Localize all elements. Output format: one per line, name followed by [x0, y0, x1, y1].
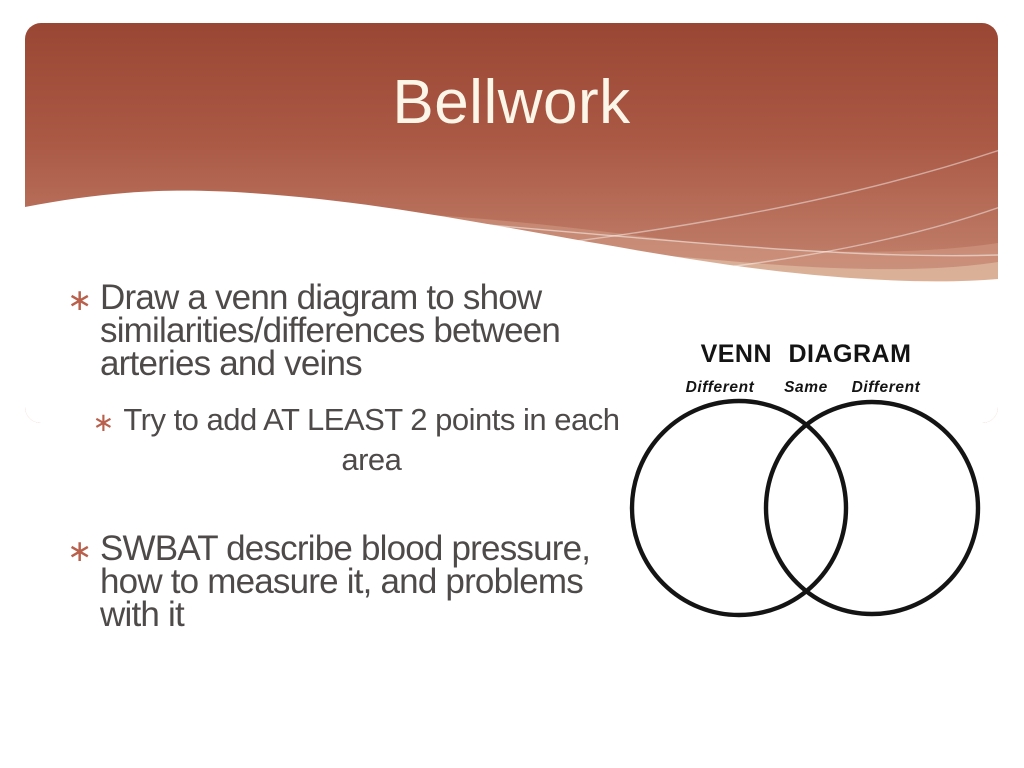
bullet-item: ∗ Draw a venn diagram to show similariti… [62, 278, 622, 383]
bullet-text: Draw a venn diagram to show similarities… [100, 278, 561, 383]
slide-title: Bellwork [392, 68, 631, 137]
venn-circle-right [763, 399, 981, 617]
venn-label-different-right: Different [851, 379, 921, 396]
asterisk-bullet-icon: ∗ [92, 407, 115, 437]
sub-bullet-item: ∗ Try to add AT LEAST 2 points in each a… [86, 400, 626, 480]
venn-circles-graphic [629, 398, 981, 618]
body-wave-white [25, 190, 998, 423]
venn-diagram-image: VENN DIAGRAM Different Same Different [620, 340, 992, 632]
bullet-item: ∗ SWBAT describe blood pressure, how to … [62, 529, 622, 634]
asterisk-bullet-icon: ∗ [67, 284, 93, 317]
venn-label-same: Same [784, 379, 828, 396]
asterisk-bullet-icon: ∗ [67, 535, 93, 568]
bullet-text: SWBAT describe blood pressure, how to me… [100, 529, 591, 634]
header-wave-graphic [25, 23, 998, 423]
venn-label-different-left: Different [685, 379, 755, 396]
venn-diagram-title: VENN DIAGRAM [700, 340, 912, 368]
sub-bullet-text: Try to add AT LEAST 2 points in each are… [123, 402, 620, 477]
venn-circle-left [629, 398, 849, 618]
